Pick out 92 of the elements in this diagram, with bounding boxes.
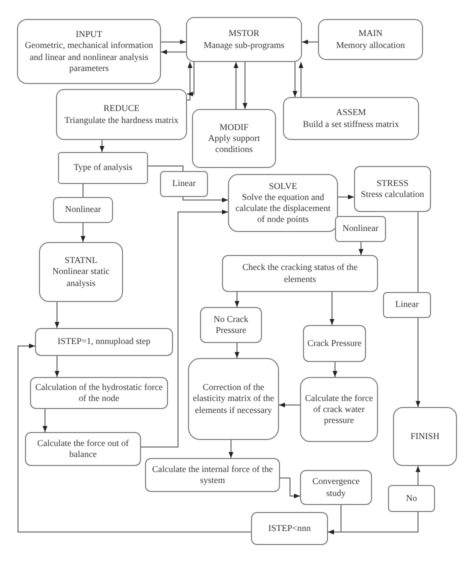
process-box xyxy=(35,328,173,356)
arrow xyxy=(160,40,186,44)
process-box xyxy=(300,377,378,442)
arrow xyxy=(416,466,420,486)
process-box xyxy=(56,89,187,140)
box-text: Nonlinear xyxy=(342,223,378,235)
box-text: Calculate the force of crack water pressure xyxy=(304,392,374,426)
process-box xyxy=(17,19,161,84)
box-text: ISTEP<nnn xyxy=(268,522,311,534)
box-text: Calculate the force out of balance xyxy=(36,438,130,460)
process-box xyxy=(335,216,386,242)
box-text: No xyxy=(406,492,417,504)
arrow xyxy=(140,210,228,448)
box-text: Calculation of the hydrostatic force of the node xyxy=(34,382,164,404)
process-box xyxy=(300,470,372,505)
box-heading: ASSEM xyxy=(336,107,366,118)
arrow xyxy=(302,40,318,44)
arrow xyxy=(332,362,338,378)
process-box xyxy=(160,171,208,197)
box-text: Convergence study xyxy=(311,476,361,499)
arrow xyxy=(416,318,420,408)
box-text: Type of analysis xyxy=(74,162,132,174)
box-text: Check the cracking status of the elements xyxy=(241,262,359,285)
process-box xyxy=(388,485,435,512)
arrow xyxy=(358,242,364,256)
box-text: FINISH xyxy=(410,430,440,442)
box-text: Nonlinear static analysis xyxy=(51,266,111,289)
box-heading: STATNL xyxy=(64,255,98,266)
process-box xyxy=(200,307,262,343)
arrow xyxy=(54,302,60,328)
box-text: Geometric, mechanical information and linear and nonlinear analysis parameters xyxy=(24,40,154,74)
arrow xyxy=(242,62,248,110)
process-box xyxy=(39,242,123,302)
arrow xyxy=(18,344,252,532)
process-box xyxy=(188,358,279,440)
box-text: Linear xyxy=(172,178,196,190)
arrow xyxy=(280,478,300,498)
box-text: Calculate the internal force of the system xyxy=(151,464,274,486)
box-heading: MAIN xyxy=(358,28,382,40)
process-box xyxy=(58,152,148,184)
box-heading: MSTOR xyxy=(228,28,260,40)
process-box xyxy=(318,19,423,60)
process-box xyxy=(192,109,276,168)
process-box xyxy=(383,292,431,318)
box-text: No Crack Pressure xyxy=(212,314,250,336)
arrow xyxy=(292,62,298,98)
arrow xyxy=(100,140,104,152)
arrow xyxy=(228,440,234,458)
arrow xyxy=(80,222,86,242)
arrow xyxy=(330,292,334,326)
box-text: ISTEP=1, nnnupload step xyxy=(58,336,150,348)
box-text: Build a set stiffness matrix xyxy=(302,118,400,130)
arrow xyxy=(234,292,240,308)
process-box xyxy=(186,17,302,62)
process-box xyxy=(283,97,419,140)
box-text: Solve the equation and calculate the displacement of node points xyxy=(234,192,332,226)
arrow xyxy=(328,512,418,534)
arrow xyxy=(54,356,60,378)
box-heading: SOLVE xyxy=(268,180,298,192)
process-box xyxy=(251,512,328,545)
process-box xyxy=(354,166,431,212)
process-box xyxy=(30,377,168,409)
box-text: Correction of the elasticity matrix of the elements if necessary xyxy=(192,382,275,416)
arrow xyxy=(278,402,300,408)
process-box xyxy=(25,432,141,466)
arrow xyxy=(186,62,192,100)
box-text: Crack Pressure xyxy=(307,338,362,350)
process-box xyxy=(145,458,280,492)
process-box xyxy=(228,174,338,232)
box-heading: STRESS xyxy=(376,178,408,189)
box-text: Apply support conditions xyxy=(207,132,261,156)
arrow xyxy=(234,342,240,358)
arrow xyxy=(160,50,186,54)
box-heading: MODIF xyxy=(219,122,248,133)
arrow xyxy=(42,408,48,432)
box-text: Nonlinear xyxy=(65,204,101,216)
box-text: Linear xyxy=(395,299,419,311)
box-text: Manage sub-programs xyxy=(204,40,284,51)
arrow xyxy=(338,194,354,200)
arrow xyxy=(298,62,304,98)
process-box xyxy=(303,325,366,362)
arrow xyxy=(186,62,194,96)
arrow xyxy=(234,62,238,110)
box-text: Triangulate the hardness matrix xyxy=(64,114,178,126)
box-text: Memory allocation xyxy=(336,40,405,51)
arrow xyxy=(182,196,228,202)
process-box xyxy=(53,197,113,223)
box-heading: REDUCE xyxy=(104,103,140,114)
process-box xyxy=(393,407,457,466)
box-text: Stress calculation xyxy=(360,189,424,200)
box-heading: INPUT xyxy=(76,29,102,40)
process-box xyxy=(222,255,378,292)
